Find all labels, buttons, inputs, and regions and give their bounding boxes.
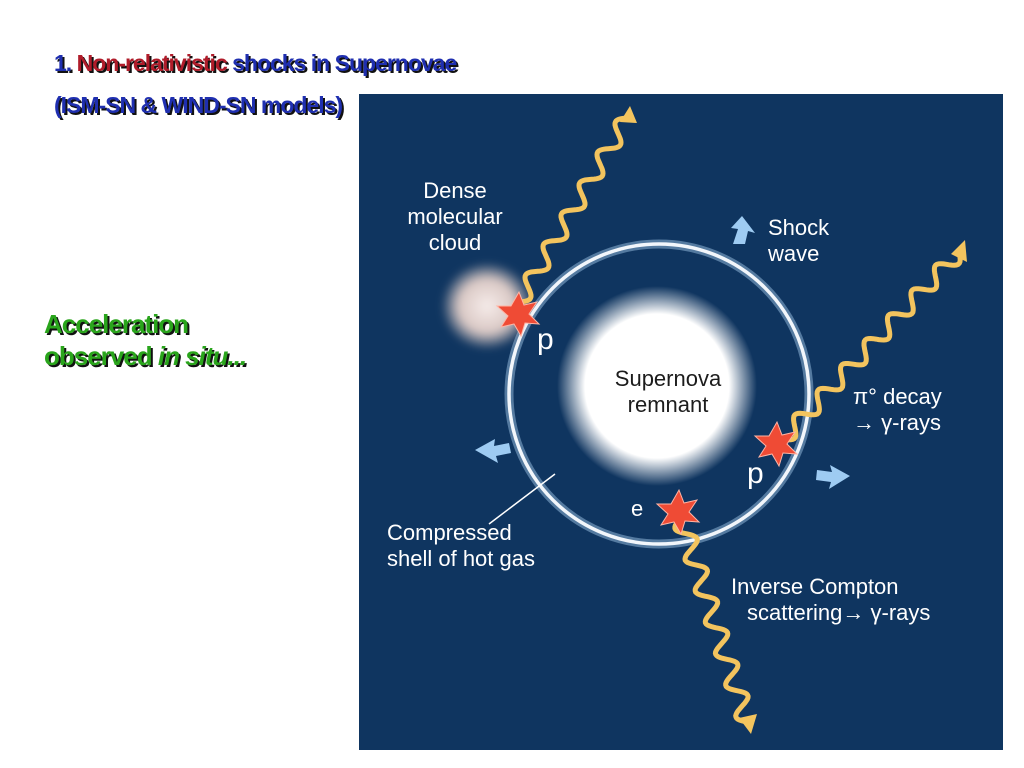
remnant-label-line-2: remnant: [627, 392, 709, 417]
diagram-graphics: [441, 106, 967, 734]
shock-shell-ring: [507, 242, 811, 546]
slide-subtitle: (ISM-SN & WIND-SN models): [54, 92, 343, 118]
supernova-diagram: Dense molecular cloud Shock wave Superno…: [359, 94, 1003, 750]
photon-wave-pion: [780, 249, 963, 443]
side-note-line-1: Acceleration: [44, 309, 189, 339]
title-rest: shocks in Supernovae: [232, 50, 457, 76]
shell-label-line-1: Compressed: [387, 520, 512, 545]
photon-wave-compton: [672, 515, 751, 725]
cloud-label-line-3: cloud: [428, 230, 482, 255]
proton-star-cloud: [495, 290, 541, 338]
shock-wave-label: Shock wave: [768, 215, 829, 267]
shell-pointer-line: [488, 473, 556, 525]
side-note-emphasis: in situ...: [157, 341, 247, 371]
ic-label-line-1: Inverse Compton: [731, 574, 899, 599]
cloud-label-line-1: Dense: [423, 178, 487, 203]
remnant-label: Supernova remnant: [583, 366, 753, 418]
wave-arrowhead-compton: [739, 714, 757, 734]
photon-wave-cloud: [516, 115, 630, 305]
side-note: Acceleration observed in situ...: [44, 308, 247, 372]
remnant-core: [557, 286, 757, 486]
shock-arrow-left: [475, 439, 511, 463]
compressed-shell-label: Compressed shell of hot gas: [387, 520, 535, 572]
title-highlight: Non-relativistic: [76, 50, 228, 76]
inverse-compton-label: Inverse Compton scattering→ γ-rays: [731, 574, 930, 626]
shock-label-line-1: Shock: [768, 215, 830, 240]
cloud-label-line-2: molecular: [407, 204, 503, 229]
shell-label-line-2: shell of hot gas: [387, 546, 535, 571]
shock-arrow-right: [816, 465, 850, 489]
slide-title: 1. Non-relativistic shocks in Supernovae: [54, 48, 457, 78]
remnant-label-line-1: Supernova: [614, 366, 722, 391]
proton-star-shell: [753, 420, 799, 468]
proton-label-shell: p: [747, 457, 764, 490]
pion-decay-label: π° decay → γ-rays: [853, 384, 942, 436]
molecular-cloud: [441, 262, 533, 350]
cloud-label: Dense molecular cloud: [395, 178, 515, 256]
wave-arrowhead-cloud: [620, 106, 637, 123]
ic-label-line-2: scattering→ γ-rays: [747, 600, 931, 625]
wave-arrowhead-pion: [951, 240, 967, 262]
electron-star: [655, 488, 701, 536]
proton-label-cloud: p: [537, 323, 554, 356]
pion-label-line-2: → γ-rays: [853, 410, 941, 435]
shock-label-line-2: wave: [768, 241, 820, 266]
shock-arrow-up: [731, 216, 755, 244]
electron-label: e: [631, 496, 644, 521]
title-number: 1.: [54, 50, 72, 76]
pion-label-line-1: π° decay: [853, 384, 942, 409]
side-note-line-2: observed: [44, 341, 153, 371]
